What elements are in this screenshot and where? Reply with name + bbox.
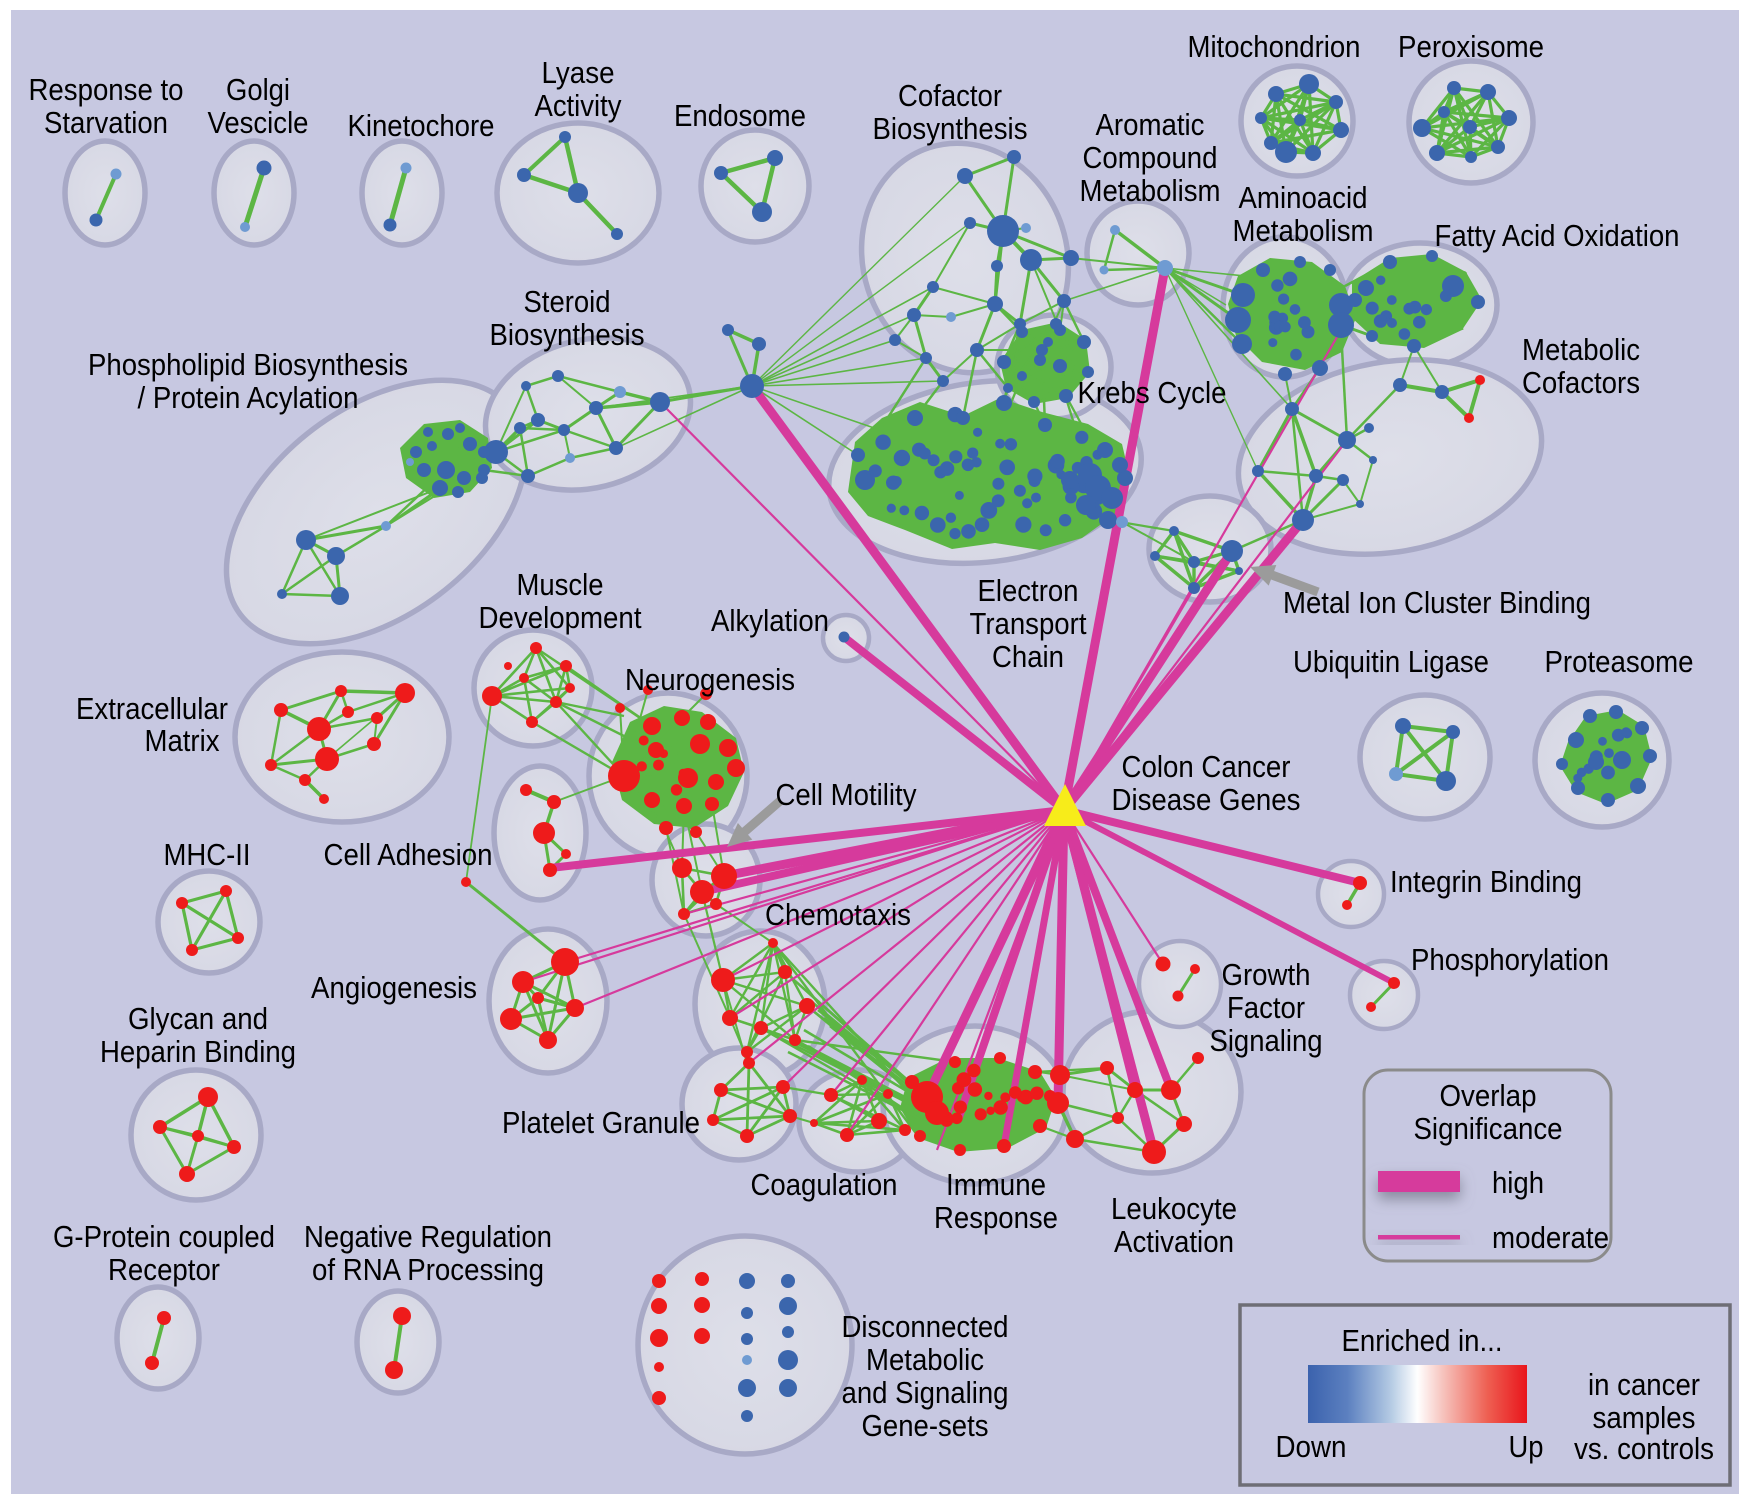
- svg-text:Vescicle: Vescicle: [208, 105, 309, 140]
- svg-text:Colon Cancer: Colon Cancer: [1122, 749, 1291, 784]
- svg-text:Ubiquitin Ligase: Ubiquitin Ligase: [1293, 644, 1489, 679]
- svg-text:vs. controls: vs. controls: [1574, 1431, 1714, 1466]
- svg-text:Factor: Factor: [1227, 990, 1305, 1025]
- svg-text:Metabolism: Metabolism: [1233, 213, 1374, 248]
- svg-text:Chemotaxis: Chemotaxis: [765, 897, 911, 932]
- svg-text:MHC-II: MHC-II: [164, 837, 251, 872]
- svg-text:Metabolic: Metabolic: [866, 1342, 984, 1377]
- svg-text:moderate: moderate: [1492, 1220, 1609, 1255]
- svg-text:Metabolism: Metabolism: [1080, 173, 1221, 208]
- svg-text:Aminoacid: Aminoacid: [1239, 180, 1368, 215]
- svg-text:Overlap: Overlap: [1440, 1078, 1537, 1113]
- svg-text:of RNA Processing: of RNA Processing: [312, 1252, 544, 1287]
- svg-text:Immune: Immune: [946, 1167, 1046, 1202]
- svg-text:Leukocyte: Leukocyte: [1111, 1191, 1237, 1226]
- svg-text:Starvation: Starvation: [44, 105, 168, 140]
- svg-text:Peroxisome: Peroxisome: [1398, 29, 1544, 64]
- svg-text:Cofactor: Cofactor: [898, 78, 1002, 113]
- svg-text:Activation: Activation: [1114, 1224, 1234, 1259]
- svg-text:Coagulation: Coagulation: [751, 1167, 898, 1202]
- svg-text:Steroid: Steroid: [524, 284, 611, 319]
- svg-text:Transport: Transport: [970, 606, 1087, 641]
- svg-text:Significance: Significance: [1414, 1111, 1563, 1146]
- svg-text:Cell Adhesion: Cell Adhesion: [324, 837, 493, 872]
- svg-text:Cell Motility: Cell Motility: [776, 777, 917, 812]
- svg-text:samples: samples: [1593, 1400, 1696, 1435]
- svg-text:and Signaling: and Signaling: [842, 1375, 1009, 1410]
- svg-text:Disease Genes: Disease Genes: [1112, 782, 1301, 817]
- svg-text:Proteasome: Proteasome: [1545, 644, 1694, 679]
- svg-text:Cofactors: Cofactors: [1522, 365, 1640, 400]
- svg-text:Biosynthesis: Biosynthesis: [873, 111, 1028, 146]
- svg-text:Down: Down: [1276, 1429, 1347, 1464]
- svg-text:/ Protein Acylation: / Protein Acylation: [138, 380, 359, 415]
- svg-text:Phospholipid Biosynthesis: Phospholipid Biosynthesis: [88, 347, 408, 382]
- svg-text:Phosphorylation: Phosphorylation: [1411, 942, 1609, 977]
- svg-text:Chain: Chain: [992, 639, 1064, 674]
- svg-text:Disconnected: Disconnected: [842, 1309, 1009, 1344]
- svg-text:Response: Response: [934, 1200, 1058, 1235]
- svg-text:G-Protein coupled: G-Protein coupled: [53, 1219, 275, 1254]
- svg-text:Biosynthesis: Biosynthesis: [490, 317, 645, 352]
- svg-text:Aromatic: Aromatic: [1096, 107, 1205, 142]
- svg-text:Angiogenesis: Angiogenesis: [311, 970, 477, 1005]
- svg-text:Kinetochore: Kinetochore: [348, 108, 495, 143]
- svg-text:Integrin Binding: Integrin Binding: [1390, 864, 1582, 899]
- svg-text:Extracellular: Extracellular: [76, 691, 228, 726]
- svg-text:Signaling: Signaling: [1210, 1023, 1323, 1058]
- svg-text:Up: Up: [1509, 1429, 1544, 1464]
- svg-text:Activity: Activity: [535, 88, 622, 123]
- svg-text:Metabolic: Metabolic: [1522, 332, 1640, 367]
- svg-text:Platelet Granule: Platelet Granule: [502, 1105, 700, 1140]
- svg-text:Negative Regulation: Negative Regulation: [304, 1219, 552, 1254]
- svg-text:Krebs Cycle: Krebs Cycle: [1078, 375, 1227, 410]
- svg-text:Enriched in...: Enriched in...: [1342, 1323, 1503, 1358]
- svg-text:Compound: Compound: [1083, 140, 1218, 175]
- svg-text:Matrix: Matrix: [145, 723, 220, 758]
- svg-text:Alkylation: Alkylation: [711, 603, 829, 638]
- svg-text:Muscle: Muscle: [517, 567, 604, 602]
- svg-text:Fatty Acid Oxidation: Fatty Acid Oxidation: [1435, 218, 1680, 253]
- svg-text:Mitochondrion: Mitochondrion: [1188, 29, 1361, 64]
- svg-text:Golgi: Golgi: [226, 72, 290, 107]
- svg-text:Growth: Growth: [1222, 957, 1311, 992]
- svg-text:Receptor: Receptor: [108, 1252, 220, 1287]
- svg-text:high: high: [1492, 1165, 1544, 1200]
- svg-text:Neurogenesis: Neurogenesis: [625, 662, 795, 697]
- svg-text:Development: Development: [479, 600, 642, 635]
- svg-text:Metal Ion Cluster Binding: Metal Ion Cluster Binding: [1283, 585, 1591, 620]
- svg-text:Glycan and: Glycan and: [128, 1001, 268, 1036]
- svg-text:Lyase: Lyase: [542, 55, 615, 90]
- svg-text:Heparin Binding: Heparin Binding: [100, 1034, 296, 1069]
- svg-text:Electron: Electron: [978, 573, 1079, 608]
- svg-text:in cancer: in cancer: [1588, 1367, 1700, 1402]
- svg-text:Gene-sets: Gene-sets: [862, 1408, 989, 1443]
- svg-text:Response to: Response to: [29, 72, 184, 107]
- svg-text:Endosome: Endosome: [674, 98, 806, 133]
